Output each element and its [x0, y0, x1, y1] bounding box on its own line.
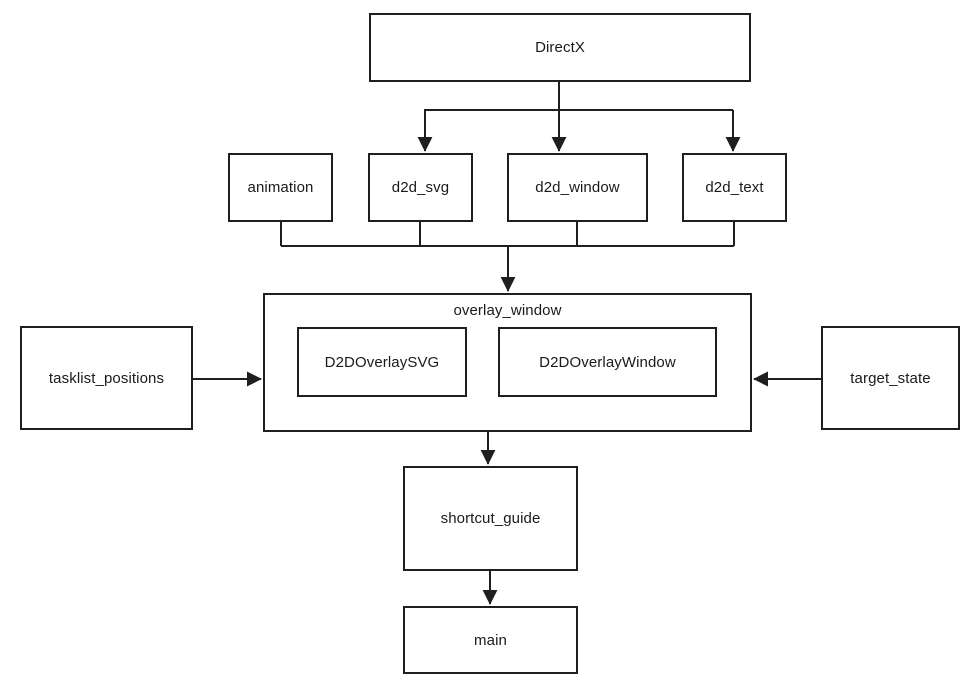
node-main-label: main: [474, 631, 507, 649]
node-d2d-window-label: d2d_window: [535, 179, 620, 196]
node-d2d-overlay-svg: D2DOverlaySVG: [297, 327, 467, 397]
node-d2d-overlay-window: D2DOverlayWindow: [498, 327, 717, 397]
node-main: main: [403, 606, 578, 674]
node-d2d-text: d2d_text: [682, 153, 787, 222]
node-directx: DirectX: [369, 13, 751, 82]
node-animation: animation: [228, 153, 333, 222]
node-d2d-svg-label: d2d_svg: [391, 179, 450, 196]
node-d2d-overlay-window-label: D2DOverlayWindow: [539, 353, 676, 371]
node-shortcut-guide: shortcut_guide: [403, 466, 578, 571]
node-tasklist-positions-label: tasklist_positions: [48, 369, 165, 387]
node-shortcut-guide-label: shortcut_guide: [440, 510, 541, 527]
node-d2d-overlay-svg-label: D2DOverlaySVG: [324, 353, 440, 371]
node-animation-label: animation: [247, 179, 314, 196]
node-tasklist-positions: tasklist_positions: [20, 326, 193, 430]
node-directx-label: DirectX: [535, 39, 585, 56]
node-d2d-window: d2d_window: [507, 153, 648, 222]
node-overlay-window-label: overlay_window: [453, 302, 562, 319]
node-target-state: target_state: [821, 326, 960, 430]
node-d2d-svg: d2d_svg: [368, 153, 473, 222]
node-d2d-text-label: d2d_text: [705, 179, 764, 196]
node-target-state-label: target_state: [850, 369, 931, 387]
